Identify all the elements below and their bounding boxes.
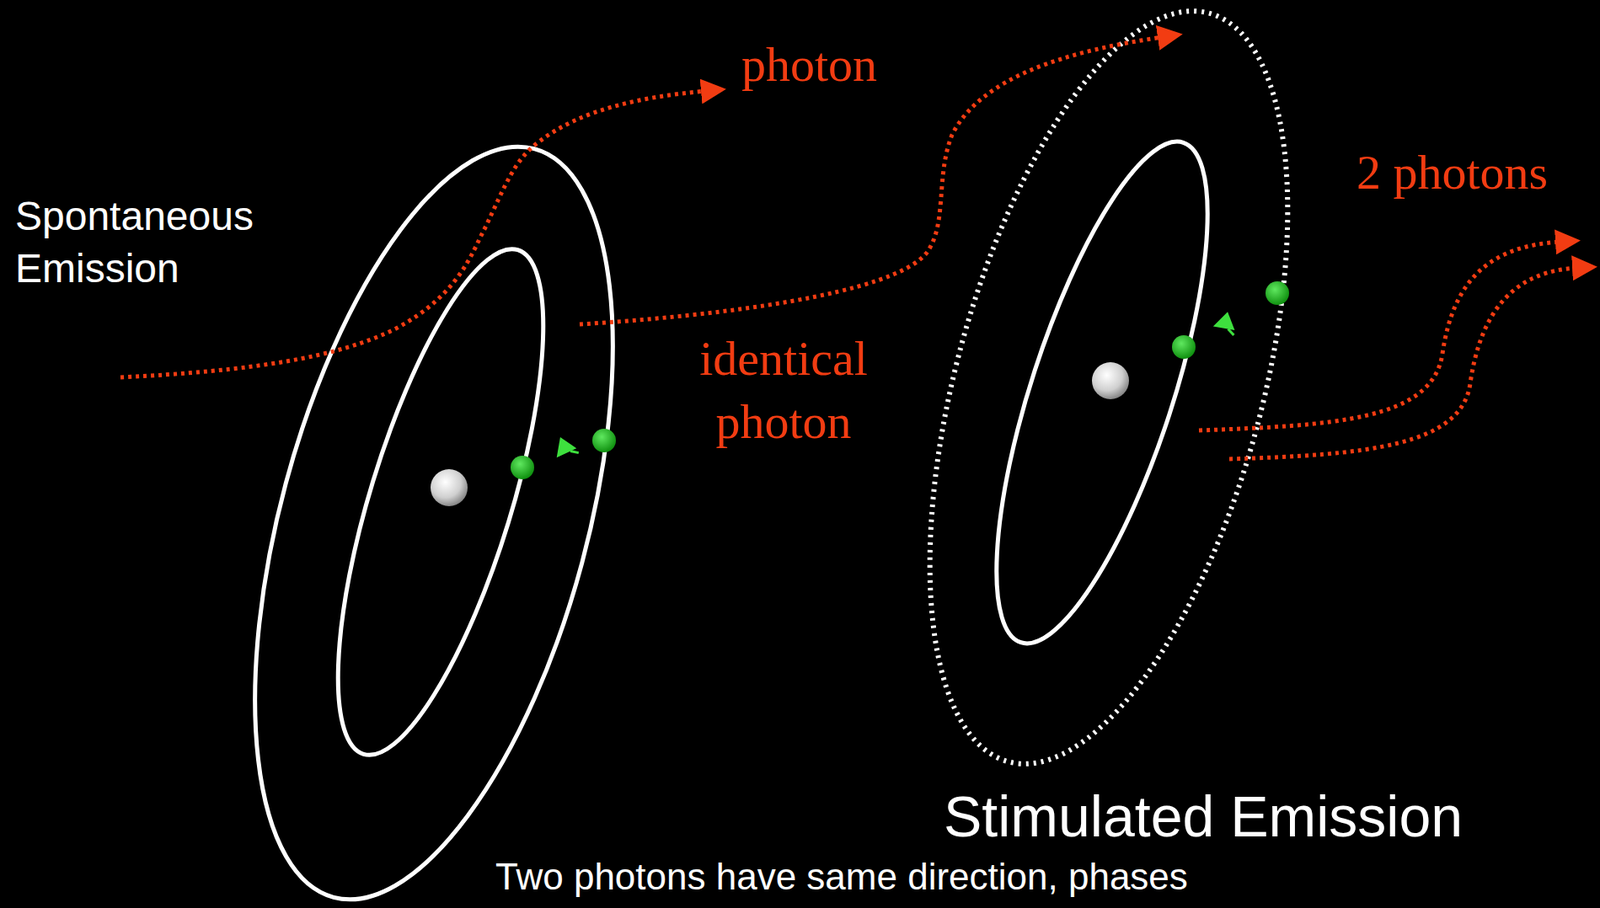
photon-label: identical photon [665,326,902,455]
electron [1171,335,1196,359]
section-caption: Stimulated Emission [943,783,1584,850]
photon-paths [120,37,1578,460]
outer-orbit [185,109,683,908]
transition-arrow [549,433,579,463]
stimulated-atom [860,0,1358,802]
photon-label: photon [741,35,961,95]
photon-path [1229,267,1578,460]
note-text: Two photons have same direction, phases [495,856,1591,899]
nucleus [430,469,468,507]
nucleus [1091,362,1130,400]
electron [510,455,535,480]
spontaneous-atom [185,109,683,908]
electron [1265,281,1290,306]
photon-label: 2 photons [1356,143,1597,203]
section-caption: Spontaneous Emission [15,190,294,296]
inner-orbit [295,229,586,776]
outer-orbit-dotted [860,0,1358,802]
inner-orbit [953,120,1252,664]
electron [592,428,616,453]
photon-path [1198,241,1561,431]
transition-arrow [1212,310,1238,336]
